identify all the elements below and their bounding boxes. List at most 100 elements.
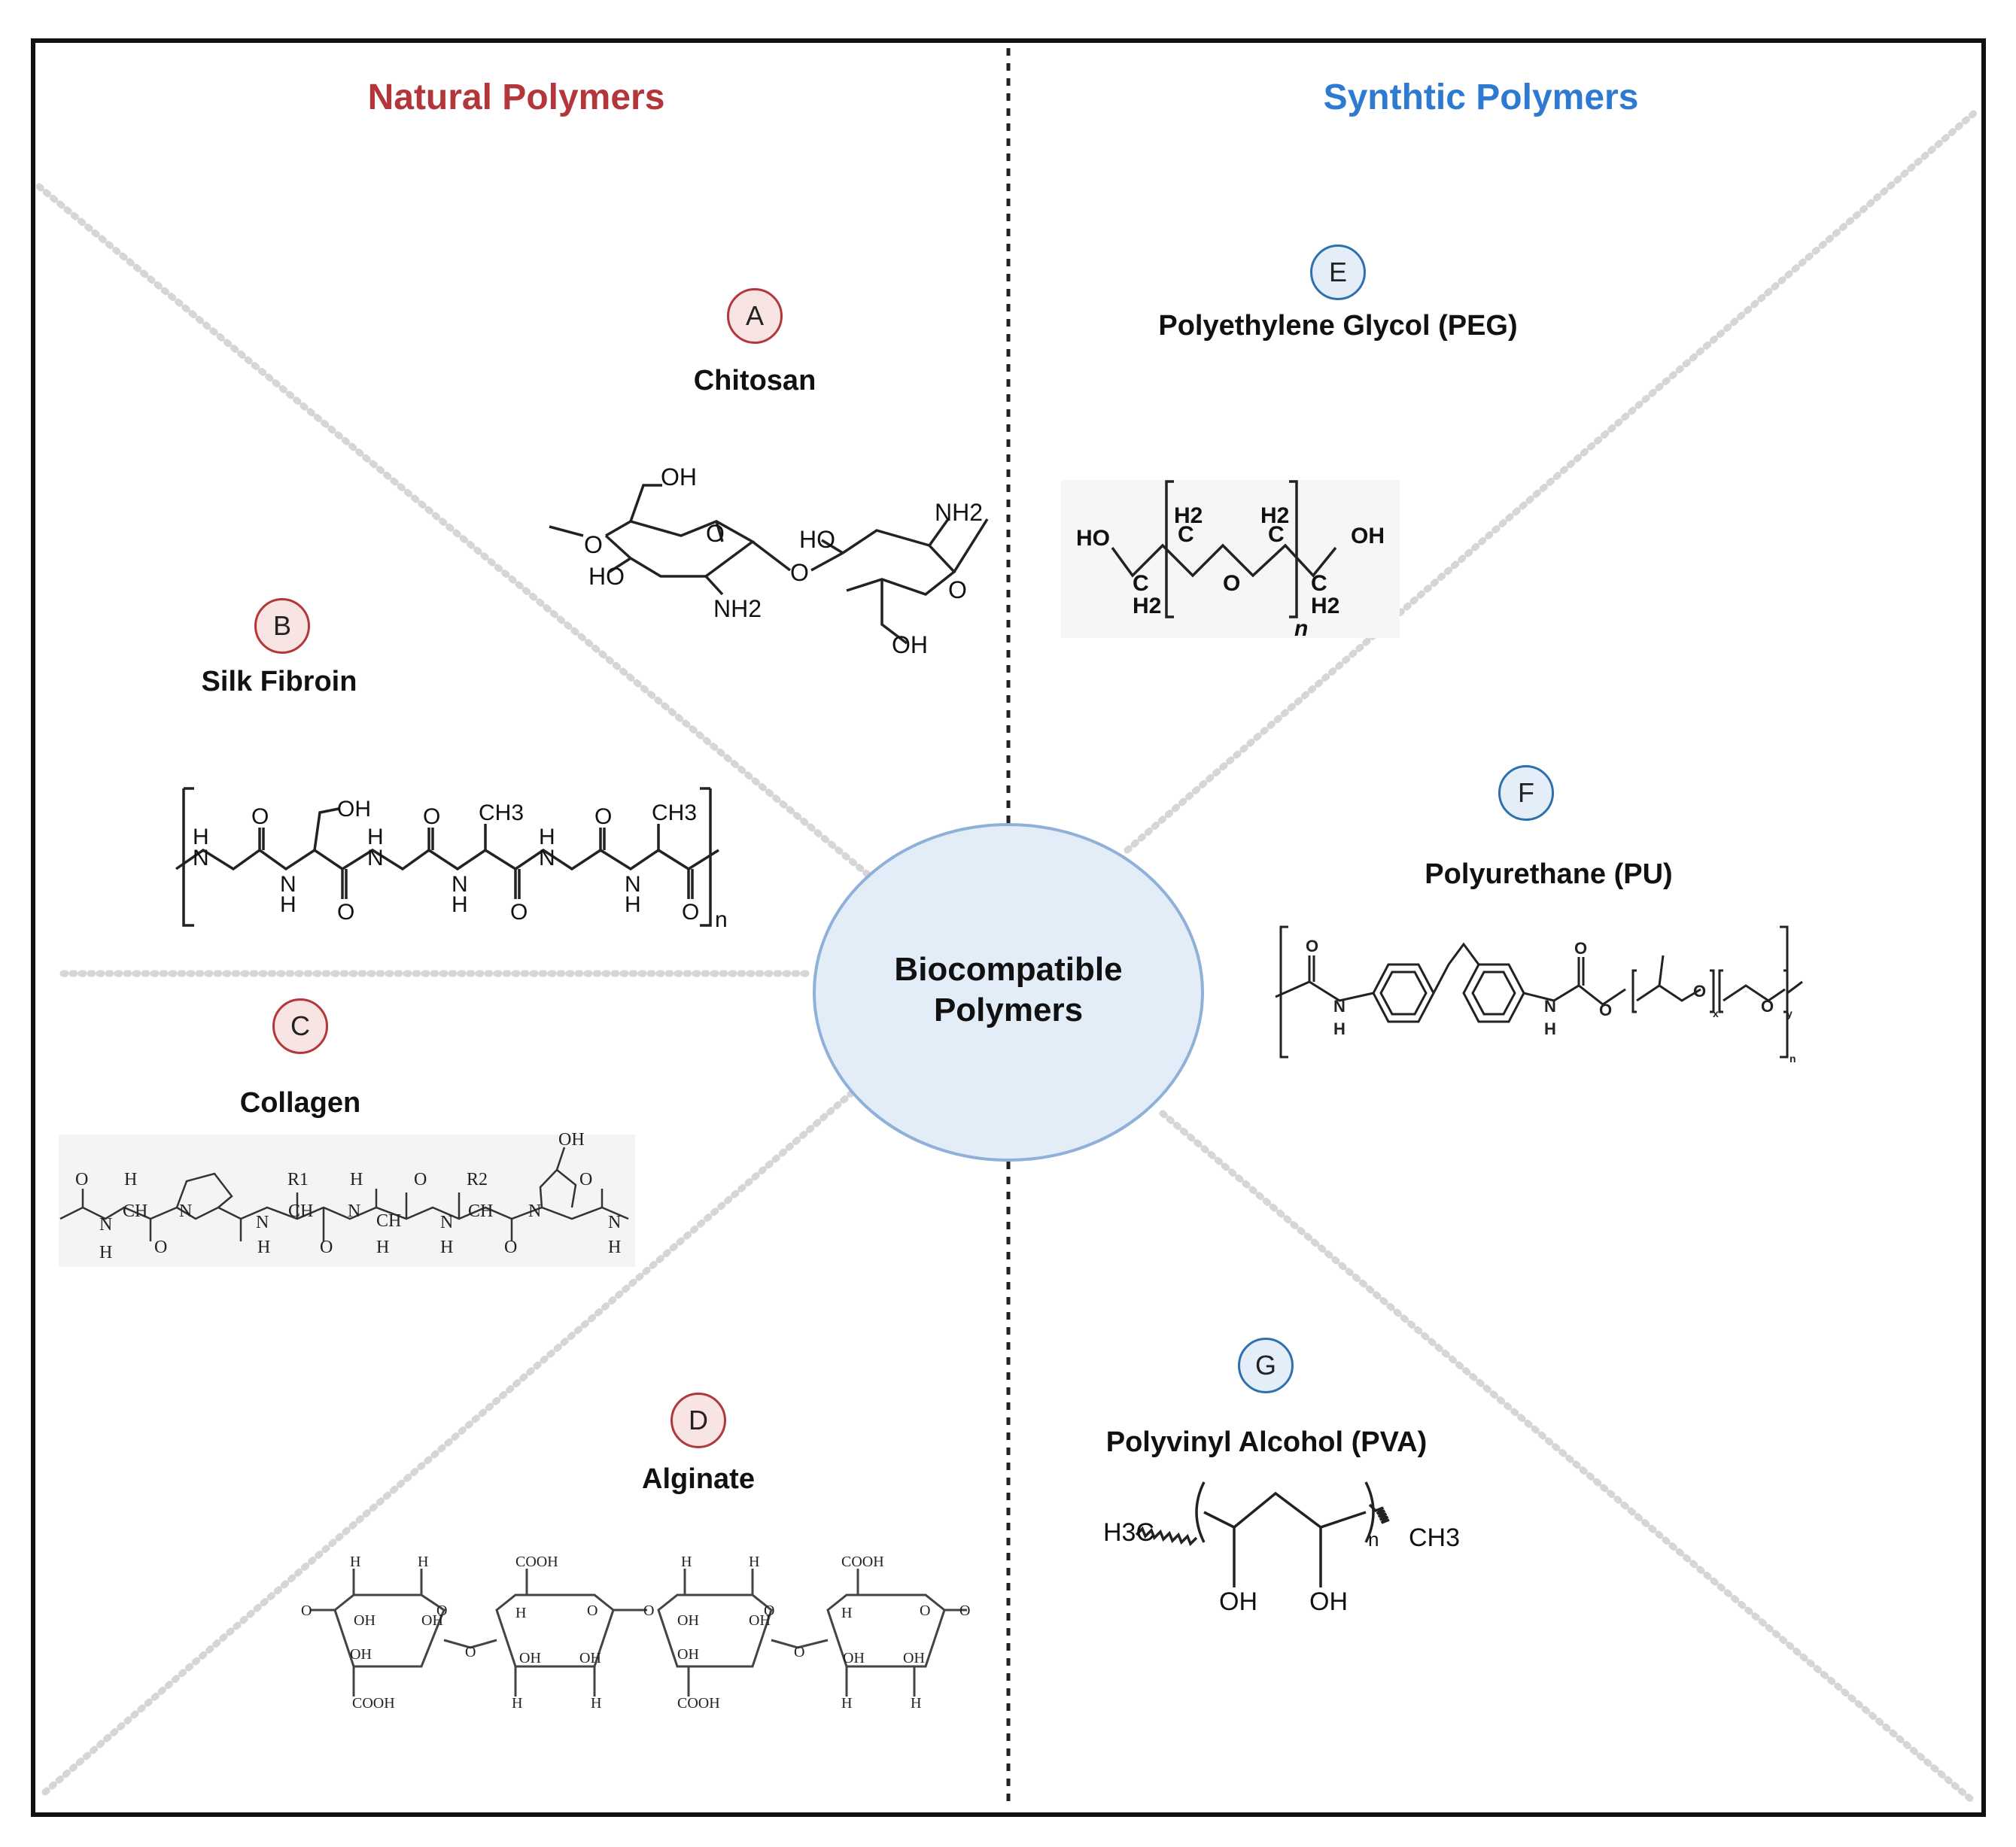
label-alginate: Alginate (642, 1463, 755, 1495)
collagen-atom: O (579, 1170, 592, 1189)
alginate-atom: COOH (515, 1554, 558, 1570)
guide-top-right (1124, 108, 1980, 854)
alginate-atom: H (515, 1605, 526, 1621)
pu-atom: n (1789, 1053, 1796, 1065)
collagen-atom: CH (376, 1211, 401, 1231)
badge-d: D (670, 1393, 726, 1448)
label-peg: Polyethylene Glycol (PEG) (1158, 310, 1518, 342)
pva-atom: CH3 (1409, 1523, 1460, 1552)
peg-atom: O (1223, 571, 1240, 596)
peg-atom: C (1133, 571, 1149, 596)
silk-atom: O (337, 900, 354, 925)
peg-atom: H2 (1260, 503, 1289, 528)
silk-atom: OH (337, 797, 371, 822)
collagen-atom: CH (468, 1201, 493, 1221)
badge-e: E (1310, 245, 1366, 300)
alginate-atom: OH (903, 1650, 925, 1666)
center-label-line1: Biocompatible (894, 951, 1123, 988)
chitosan-atom: NH2 (713, 595, 762, 622)
peg-atom: n (1294, 616, 1308, 641)
peg-atom: C (1311, 571, 1327, 596)
pu-atom: N (1333, 997, 1346, 1016)
alginate-atom: O (959, 1602, 970, 1619)
collagen-atom: R1 (287, 1170, 309, 1189)
label-silk-fibroin: Silk Fibroin (201, 666, 357, 697)
alginate-atom: OH (519, 1650, 541, 1666)
silk-fibroin-structure (175, 787, 719, 927)
pu-atom: O (1761, 997, 1774, 1016)
peg-atom: H2 (1174, 503, 1203, 528)
alginate-atom: O (301, 1602, 312, 1619)
silk-atom: n (715, 907, 728, 932)
label-collagen: Collagen (239, 1087, 361, 1119)
silk-atom: H (193, 825, 209, 849)
alginate-atom: OH (677, 1612, 699, 1629)
label-polyurethane: Polyurethane (PU) (1425, 858, 1673, 890)
chitosan-atom: HO (799, 526, 835, 553)
peg-atom: OH (1351, 524, 1385, 548)
silk-atom: H (280, 892, 296, 917)
silk-atom: N (625, 872, 641, 897)
chitosan-atom: HO (588, 563, 625, 590)
silk-atom: CH3 (652, 800, 697, 825)
silk-atom: O (682, 900, 699, 925)
alginate-atom: O (643, 1602, 654, 1619)
collagen-atom: N (528, 1201, 541, 1221)
collagen-atom: H (440, 1238, 453, 1257)
alginate-atom: OH (421, 1612, 443, 1629)
collagen-atom: R2 (467, 1170, 488, 1189)
collagen-atom: H (124, 1170, 137, 1189)
alginate-atom: H (350, 1554, 360, 1570)
polyurethane-structure (1275, 925, 1803, 1059)
collagen-atom: O (154, 1238, 167, 1257)
collagen-structure (59, 1147, 629, 1241)
silk-atom: N (280, 872, 296, 897)
badge-f: F (1498, 765, 1554, 821)
natural-polymers-heading: Natural Polymers (367, 77, 665, 117)
collagen-structure-bg (59, 1135, 635, 1267)
chitosan-atom: NH2 (935, 499, 983, 526)
silk-atom: N (193, 846, 209, 870)
collagen-atom: H (257, 1238, 270, 1257)
collagen-atom: H (350, 1170, 363, 1189)
alginate-atom: H (512, 1695, 522, 1712)
peg-atom: C (1268, 522, 1285, 547)
pu-atom: x (1713, 1007, 1719, 1019)
badge-b: B (254, 598, 310, 654)
alginate-atom: H (841, 1605, 852, 1621)
pva-atom: n (1368, 1528, 1379, 1551)
pu-atom: O (1306, 937, 1318, 955)
collagen-atom: O (504, 1238, 517, 1257)
pu-atom: O (1599, 1001, 1612, 1019)
center-ellipse (813, 823, 1204, 1162)
chitosan-atom: O (948, 576, 967, 603)
peg-atom: HO (1076, 526, 1110, 551)
chitosan-atom: O (706, 520, 725, 547)
alginate-atom: O (436, 1602, 447, 1619)
collagen-atom: N (440, 1213, 453, 1232)
pu-atom: H (1333, 1019, 1346, 1038)
collagen-atom: H (99, 1243, 112, 1262)
collagen-atom: O (75, 1170, 88, 1189)
pu-atom: O (1574, 939, 1587, 958)
silk-atom: H (625, 892, 641, 917)
silk-atom: O (251, 804, 269, 829)
collagen-atom: N (256, 1213, 269, 1232)
guide-top-left (35, 183, 877, 882)
pva-atom: OH (1219, 1587, 1257, 1616)
alginate-atom: OH (749, 1612, 771, 1629)
alginate-labels: H H OH OH OH COOH COOH H OH OH H H H H O… (301, 1554, 970, 1712)
peg-labels: HO C H2 H2 C O H2 C C H2 OH n (1076, 503, 1385, 641)
silk-atom: O (423, 804, 440, 829)
pu-atom: H (1544, 1019, 1556, 1038)
chitosan-atom: OH (892, 631, 928, 658)
silk-atom: H (452, 892, 468, 917)
silk-atom: H (539, 825, 555, 849)
alginate-atom: H (749, 1554, 759, 1570)
pu-atom: N (1544, 997, 1556, 1016)
alginate-atom: H (841, 1695, 852, 1712)
silk-fibroin-labels: H N O OH N H O H N O CH3 N H O H N O CH3… (193, 797, 728, 932)
silk-atom: N (452, 872, 468, 897)
pu-atom: O (1693, 982, 1706, 1001)
collagen-atom: N (179, 1201, 192, 1221)
